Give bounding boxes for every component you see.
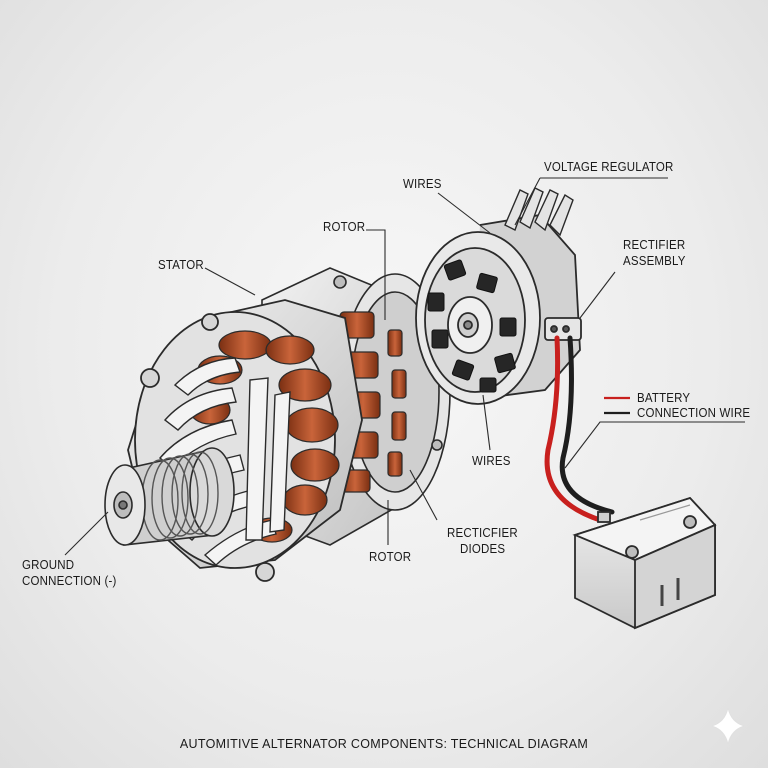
label-ground-2: CONNECTION (-) [22,574,117,588]
rectifier-diodes [427,259,517,393]
battery [572,496,717,630]
diagram-caption: AUTOMITIVE ALTERNATOR COMPONENTS: TECHNI… [179,737,589,751]
leader-wires-top [437,192,491,234]
battery-terminal [683,515,697,529]
rear-plate [415,187,582,405]
label-ground-1: GROUND [22,558,75,572]
battery-terminal-positive [597,511,611,523]
label-rectifier-diodes-1: RECTICFIER [447,526,518,540]
label-voltage-regulator: VOLTAGE REGULATOR [544,160,674,174]
sparkle-icon [710,707,746,745]
leader-stator [204,267,256,296]
battery-terminal [625,545,639,559]
leader-ground [64,511,109,556]
label-rectifier-assembly-1: RECTIFIER [623,238,686,252]
leader-wires-bottom [482,394,491,451]
label-battery-1: BATTERY [637,391,691,405]
label-battery-2: CONNECTION WIRE [637,406,751,420]
label-rotor-top: ROTOR [323,220,366,234]
voltage-regulator-fins [504,187,574,237]
label-rectifier-diodes-2: DIODES [460,542,506,556]
label-wires-top: WIRES [403,177,442,191]
label-stator: STATOR [158,258,204,272]
battery-wires [544,335,615,523]
label-rectifier-assembly-2: ASSEMBLY [623,254,686,268]
label-wires-bottom: WIRES [472,454,511,468]
label-rotor-bottom: ROTOR [369,550,412,564]
leader-rectifier-diodes [409,469,438,521]
leader-battery [564,421,745,469]
leader-rectifier-assembly [579,271,616,319]
pulley [104,447,235,546]
leader-rotor-top [366,229,386,320]
leader-lines [64,177,745,556]
